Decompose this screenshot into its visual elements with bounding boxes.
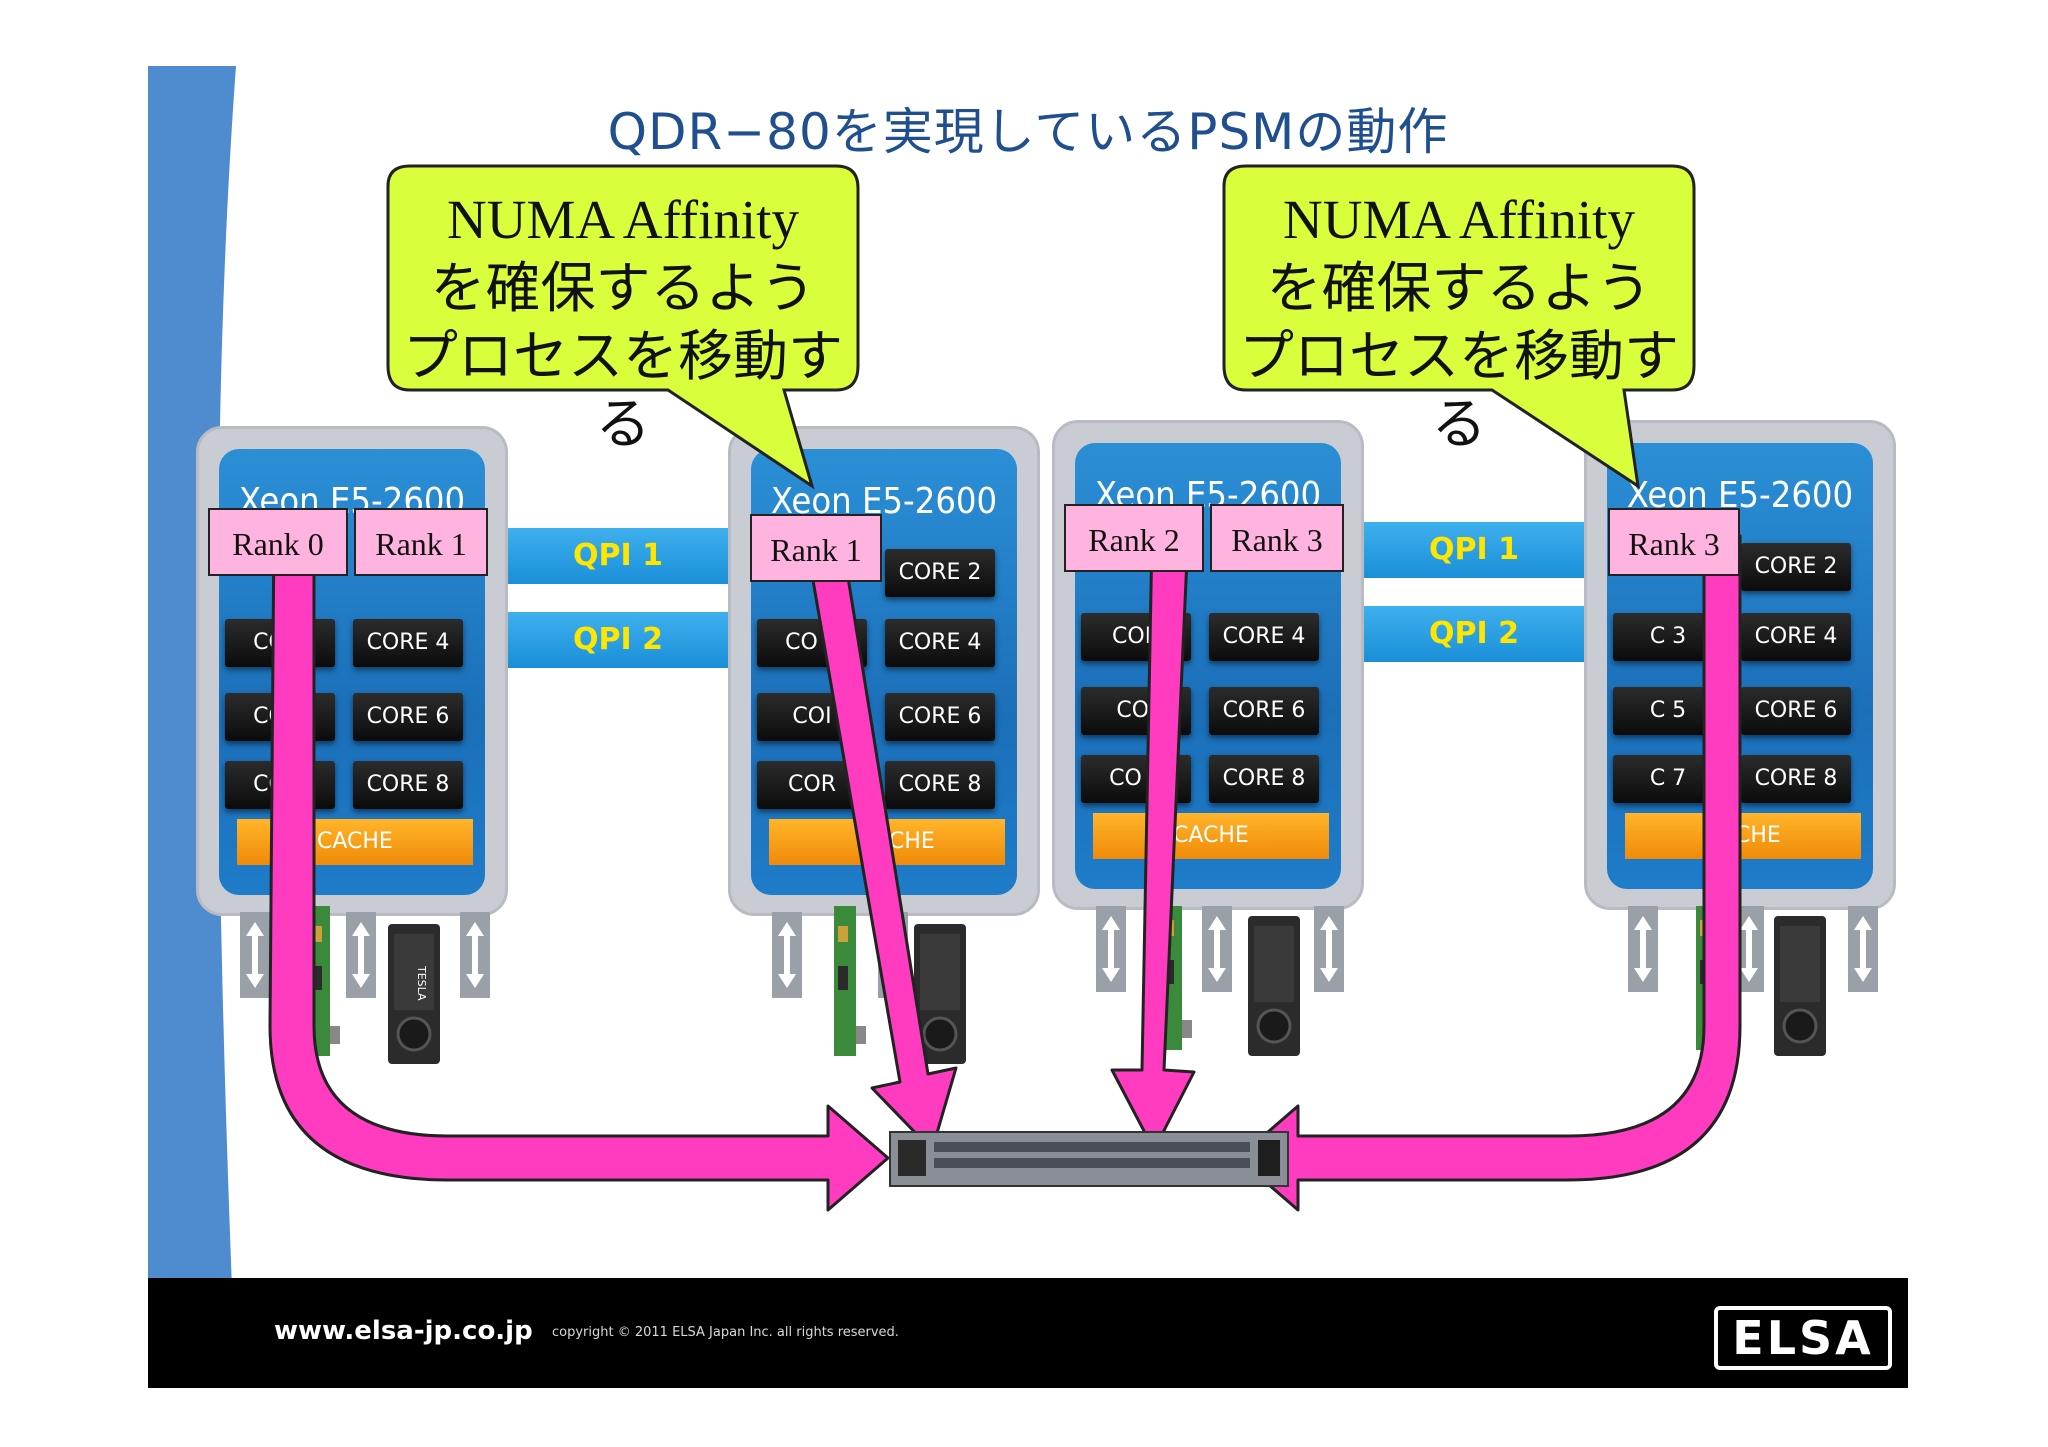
- server-node-1: Xeon E5-2600 CORE 4 CORE 6 CORE 8 CO 3 C…: [196, 426, 508, 916]
- qpi-link-left-2: QPI 2: [508, 612, 728, 668]
- core-block: CORE 6: [353, 693, 463, 741]
- core-block: CO 7: [225, 761, 335, 809]
- core-block: CORE 8: [885, 761, 995, 809]
- core-block: CORE 4: [353, 619, 463, 667]
- cache-block: CACHE: [1625, 813, 1861, 859]
- bubble-left-line2: を確保するよう: [430, 256, 816, 320]
- core-block: CO 3: [225, 619, 335, 667]
- footer: www.elsa-jp.co.jp copyright © 2011 ELSA …: [148, 1278, 1908, 1388]
- core-block: CORE 4: [1741, 613, 1851, 661]
- bubble-right-text: NUMA Affinity を確保するよう プロセスを移動する: [1224, 186, 1694, 458]
- core-block: CO 5: [225, 693, 335, 741]
- core-block: COI: [757, 693, 867, 741]
- rank-box: Rank 0: [208, 508, 348, 576]
- rank-box: Rank 1: [354, 508, 488, 576]
- core-block: CORE 8: [1741, 755, 1851, 803]
- qpi-link-left-1: QPI 1: [508, 528, 728, 584]
- qpi-link-right-2: QPI 2: [1364, 606, 1584, 662]
- bubble-left-line3: プロセスを移動する: [402, 324, 843, 456]
- side-band: [148, 66, 236, 1388]
- server-node-3: Xeon E5-2600 CORE 4 CORE 6 CORE 8 COR CO…: [1052, 420, 1364, 910]
- rank-box: Rank 3: [1210, 504, 1344, 572]
- qpi-link-right-1: QPI 1: [1364, 522, 1584, 578]
- hca-card-icon: [308, 906, 1728, 1056]
- rank-box: Rank 1: [750, 514, 882, 582]
- elsa-logo: ELSA: [1714, 1306, 1892, 1370]
- core-block: C 7: [1613, 755, 1723, 803]
- bubble-right-line1: NUMA Affinity: [1283, 189, 1635, 250]
- hardware-row: TESLA: [240, 906, 1878, 1066]
- pcie-arrow-icon: [240, 906, 1878, 998]
- rank-box: Rank 2: [1064, 504, 1204, 572]
- core-block: CORE 4: [885, 619, 995, 667]
- cache-block: CHE: [769, 819, 1005, 865]
- bubble-right-line3: プロセスを移動する: [1238, 324, 1679, 456]
- core-block: CORE 4: [1209, 613, 1319, 661]
- bubble-right-line2: を確保するよう: [1266, 256, 1652, 320]
- server-node-4: Xeon E5-2600 CORE 2 CORE 4 CORE 6 CORE 8…: [1584, 420, 1896, 910]
- core-block: CO 7: [1081, 755, 1191, 803]
- core-block: COR: [757, 761, 867, 809]
- rank-box: Rank 3: [1608, 508, 1740, 576]
- core-block: CORE 8: [1209, 755, 1319, 803]
- core-block: C 3: [1613, 613, 1723, 661]
- core-block: C 5: [1613, 687, 1723, 735]
- bubble-left-line1: NUMA Affinity: [447, 189, 799, 250]
- footer-url[interactable]: www.elsa-jp.co.jp: [274, 1316, 533, 1346]
- server-node-2: Xeon E5-2600 CORE 2 CORE 4 CORE 6 CORE 8…: [728, 426, 1040, 916]
- core-block: COR: [1081, 613, 1191, 661]
- core-block: CORE 6: [885, 693, 995, 741]
- core-block: COI: [1081, 687, 1191, 735]
- core-block: CO 3: [757, 619, 867, 667]
- core-block: CORE 2: [1741, 543, 1851, 591]
- cache-block: CACHE: [237, 819, 473, 865]
- core-block: CORE 6: [1209, 687, 1319, 735]
- footer-copyright: copyright © 2011 ELSA Japan Inc. all rig…: [552, 1325, 899, 1340]
- bubble-left-text: NUMA Affinity を確保するよう プロセスを移動する: [388, 186, 858, 458]
- page-title: QDR−80を実現しているPSMの動作: [607, 103, 1449, 161]
- slide: QDR−80を実現しているPSMの動作 QPI 1 QPI 2 QPI 1 QP…: [148, 66, 1908, 1388]
- gpu-label: TESLA: [415, 965, 428, 1001]
- core-block: CORE 6: [1741, 687, 1851, 735]
- core-block: CORE 8: [353, 761, 463, 809]
- core-block: CORE 2: [885, 549, 995, 597]
- cache-block: CACHE: [1093, 813, 1329, 859]
